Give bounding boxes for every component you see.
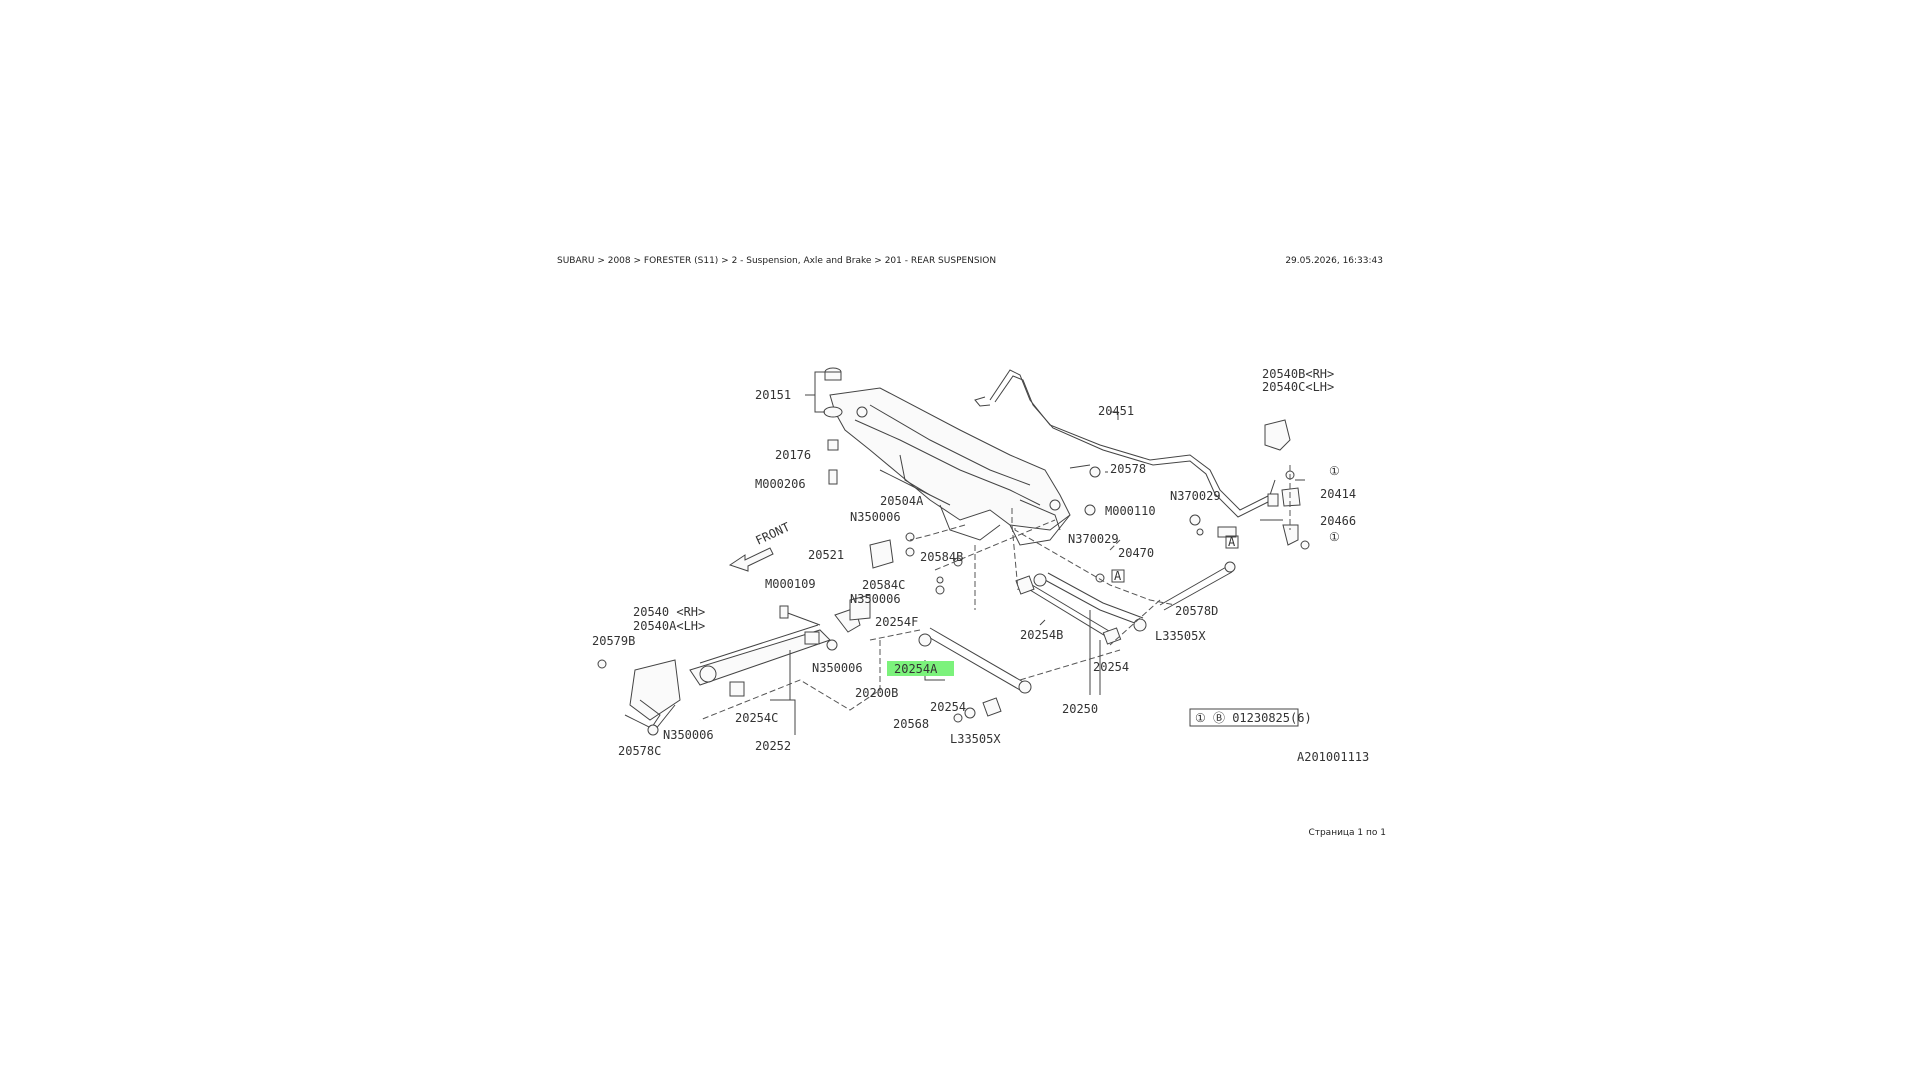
label-M000110: M000110: [1105, 504, 1156, 518]
mount-20151: [823, 367, 843, 485]
label-20151: 20151: [755, 388, 791, 402]
label-20254F: 20254F: [875, 615, 918, 629]
legend-box: [1189, 708, 1299, 727]
label-N370029-a: N370029: [1170, 489, 1221, 503]
diagram-code: A201001113: [1297, 750, 1369, 764]
label-20414: 20414: [1320, 487, 1356, 501]
lower-arms: [918, 572, 1147, 723]
bushings-cluster: [849, 532, 963, 621]
label-20540A-LH: 20540A<LH>: [633, 619, 705, 633]
highlight-20254A: [887, 661, 954, 676]
breadcrumb: SUBARU > 2008 > FORESTER (S11) > 2 - Sus…: [557, 256, 997, 266]
label-20254C: 20254C: [735, 711, 778, 725]
label-L33505X-a: L33505X: [1155, 629, 1206, 643]
label-circle1-a: ①: [1329, 464, 1340, 478]
label-20578D: 20578D: [1175, 604, 1218, 618]
label-20254A: 20254A: [894, 662, 938, 676]
label-M000206: M000206: [755, 477, 806, 491]
stabilizer-bar: [974, 369, 1279, 538]
label-L33505X-b: L33505X: [950, 732, 1001, 746]
label-20578C: 20578C: [618, 744, 661, 758]
label-20578: 20578: [1110, 462, 1146, 476]
rear-crossmember: [829, 387, 1071, 546]
page-number: Страница 1 по 1: [1308, 828, 1386, 838]
label-20254-b: 20254: [930, 700, 966, 714]
label-20521: 20521: [808, 548, 844, 562]
label-20584B: 20584B: [920, 550, 963, 564]
label-20568: 20568: [893, 717, 929, 731]
label-N350006-a: N350006: [850, 510, 901, 524]
label-20540-RH: 20540 <RH>: [633, 605, 705, 619]
label-20540B: 20540B<RH>: [1262, 367, 1334, 381]
label-20540C: 20540C<LH>: [1262, 380, 1334, 394]
leader-lines: [770, 371, 1305, 735]
label-20252: 20252: [755, 739, 791, 753]
label-N350006-d: N350006: [663, 728, 714, 742]
label-N350006-b: N350006: [850, 592, 901, 606]
legend-text: ① Ⓑ 01230825(6): [1195, 711, 1312, 725]
label-circle1-b: ①: [1329, 530, 1340, 544]
assembly-lines: [699, 508, 1176, 721]
label-20470: 20470: [1118, 546, 1154, 560]
stabilizer-bracket: [1264, 419, 1310, 550]
print-timestamp: 29.05.2026, 16:33:43: [1285, 256, 1383, 266]
bolts: [779, 464, 1236, 626]
label-20250: 20250: [1062, 702, 1098, 716]
trailing-arm: [597, 607, 861, 736]
label-20584C: 20584C: [862, 578, 905, 592]
label-20451: 20451: [1098, 404, 1134, 418]
label-box-A-1: A: [1228, 535, 1236, 549]
front-label: FRONT: [753, 520, 792, 548]
label-20200B: 20200B: [855, 686, 898, 700]
label-N370029-b: N370029: [1068, 532, 1119, 546]
label-20254B: 20254B: [1020, 628, 1063, 642]
label-20504A: 20504A: [880, 494, 924, 508]
label-20254: 20254: [1093, 660, 1129, 674]
label-20176: 20176: [775, 448, 811, 462]
label-20466: 20466: [1320, 514, 1356, 528]
label-M000109: M000109: [765, 577, 816, 591]
label-N350006-c: N350006: [812, 661, 863, 675]
label-box-A-2: A: [1114, 569, 1122, 583]
front-arrow: FRONT: [728, 520, 792, 572]
label-20579B: 20579B: [592, 634, 635, 648]
